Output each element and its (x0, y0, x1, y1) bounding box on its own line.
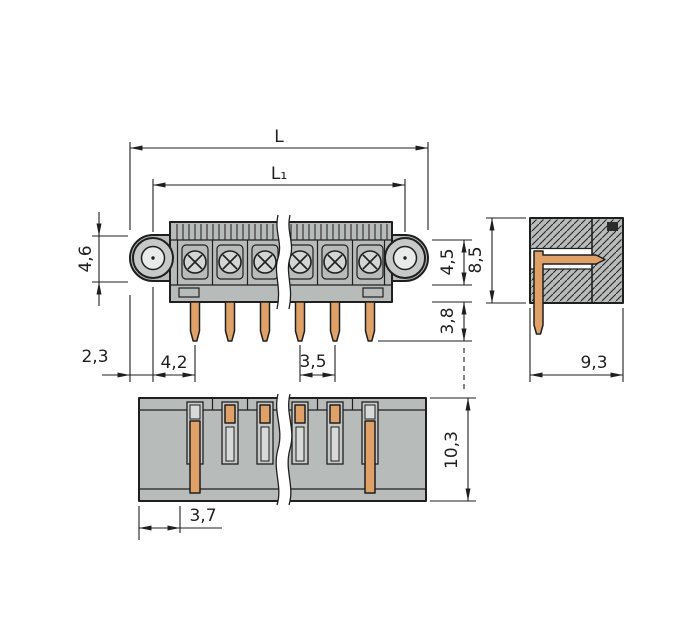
dim-label-pin-pitch: 3,5 (299, 352, 326, 372)
contact-cells (181, 244, 384, 280)
dim-label-edge-to-hole: 2,3 (81, 347, 108, 367)
dim-hole-to-first-pin: 4,2 (153, 345, 196, 382)
dim-housing-depth: 9,3 (529, 308, 624, 382)
break-gap (276, 215, 292, 309)
dim-pin-pitch: 3,5 (299, 345, 336, 382)
dim-edge-to-hole: 2,3 (81, 287, 154, 382)
partition-walls (211, 398, 354, 410)
dim-label-total-length: L (274, 127, 284, 147)
dim-label-insert-height: 4,5 (438, 248, 458, 275)
dim-label-edge-to-first-slot: 3,7 (189, 506, 216, 526)
break-line-right (287, 214, 293, 310)
dim-label-footprint-depth: 10,3 (442, 431, 462, 469)
dim-flange-hole-spacing: L₁ (152, 164, 406, 232)
dim-housing-height: 8,5 (466, 217, 526, 304)
front-view (129, 214, 429, 342)
break-line-left (275, 214, 281, 310)
contact-pin-faces (183, 250, 382, 274)
section-hatch-top (531, 219, 592, 249)
side-view (529, 217, 624, 335)
dim-label-flange-height: 4,6 (76, 245, 96, 272)
solder-pins (189, 301, 376, 342)
dim-pin-length: 3,8 (378, 301, 472, 392)
dimensions: L L₁ 4,6 2,3 4,2 (76, 127, 624, 540)
dim-label-housing-height: 8,5 (466, 246, 486, 273)
dim-label-pin-length: 3,8 (438, 307, 458, 334)
break-line-right (287, 393, 293, 506)
latch-left (178, 287, 200, 298)
dim-edge-to-first-slot: 3,7 (138, 506, 222, 540)
break-gap (276, 394, 292, 505)
break-line-left (275, 393, 281, 506)
dim-total-length: L (129, 127, 429, 230)
dim-footprint-depth: 10,3 (430, 397, 476, 502)
pin-slots (186, 401, 379, 494)
bottom-view (138, 393, 427, 506)
latch-detail (607, 222, 618, 231)
dim-insert-height: 4,5 (432, 239, 472, 286)
dim-label-flange-hole-spacing: L₁ (271, 164, 287, 184)
dim-label-hole-to-first-pin: 4,2 (160, 353, 187, 373)
dim-label-housing-depth: 9,3 (580, 353, 607, 373)
left-flange-hole (132, 237, 174, 279)
dim-flange-height: 4,6 (76, 212, 128, 306)
latch-right (362, 287, 384, 298)
right-flange-hole (384, 237, 426, 279)
angled-pin (533, 250, 606, 335)
